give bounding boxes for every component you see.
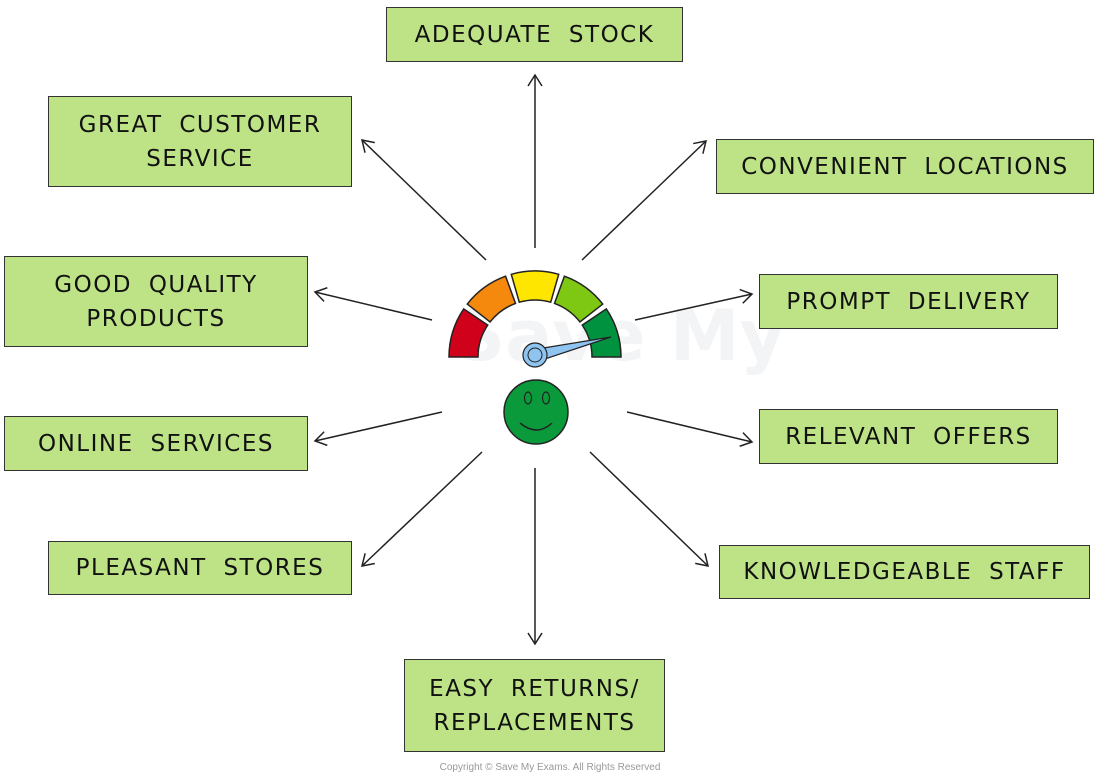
box-online-services: ONLINE SERVICES bbox=[4, 416, 308, 471]
arrow-good-quality-products bbox=[313, 287, 433, 321]
gauge-segment bbox=[510, 270, 560, 304]
box-knowledgeable-staff: KNOWLEDGEABLE STAFF bbox=[719, 545, 1090, 599]
box-prompt-delivery: PROMPT DELIVERY bbox=[759, 274, 1058, 329]
gauge-segment bbox=[466, 275, 517, 323]
box-great-customer-service: GREAT CUSTOMER SERVICE bbox=[48, 96, 352, 187]
box-relevant-offers: RELEVANT OFFERS bbox=[759, 409, 1058, 464]
arrow-convenient-locations bbox=[581, 140, 708, 261]
arrow-knowledgeable-staff bbox=[589, 451, 710, 567]
smiley-eye bbox=[541, 391, 551, 405]
copyright: Copyright © Save My Exams. All Rights Re… bbox=[439, 762, 661, 773]
box-convenient-locations: CONVENIENT LOCATIONS bbox=[716, 139, 1094, 194]
box-easy-returns: EASY RETURNS/ REPLACEMENTS bbox=[404, 659, 665, 752]
arrow-online-services bbox=[313, 411, 443, 447]
arrow-relevant-offers bbox=[626, 411, 754, 447]
smiley-face-icon bbox=[503, 379, 569, 445]
smiley-eye bbox=[523, 391, 533, 405]
gauge-segment bbox=[553, 275, 604, 323]
watermark: Save My bbox=[455, 295, 785, 377]
arrow-great-customer-service bbox=[360, 139, 487, 261]
gauge-segment bbox=[581, 307, 622, 358]
gauge-hub-inner bbox=[527, 347, 543, 363]
box-good-quality-products: GOOD QUALITY PRODUCTS bbox=[4, 256, 308, 347]
smiley-mouth bbox=[519, 422, 553, 431]
box-pleasant-stores: PLEASANT STORES bbox=[48, 541, 352, 595]
arrow-pleasant-stores bbox=[360, 451, 483, 567]
gauge-segment bbox=[448, 307, 489, 358]
box-adequate-stock: ADEQUATE STOCK bbox=[386, 7, 683, 62]
arrow-prompt-delivery bbox=[634, 288, 754, 321]
